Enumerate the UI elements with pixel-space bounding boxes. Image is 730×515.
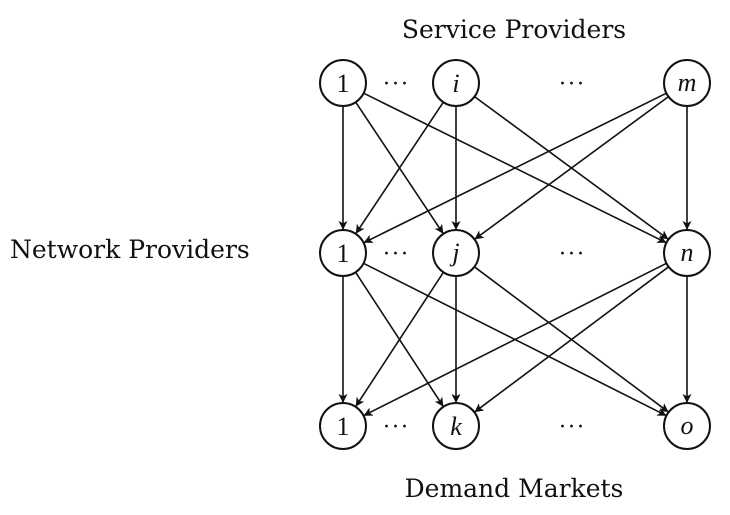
node-network-n: n bbox=[663, 229, 711, 277]
node-network-j-label: j bbox=[449, 238, 459, 267]
edge-si-to-n1 bbox=[355, 101, 444, 235]
edges-group bbox=[338, 92, 692, 417]
node-network-1-label: 1 bbox=[337, 239, 350, 268]
node-service-m: m bbox=[663, 59, 711, 107]
node-network-1: 1 bbox=[319, 229, 367, 277]
node-demand-1-label: 1 bbox=[337, 412, 350, 441]
node-service-1-label: 1 bbox=[337, 69, 350, 98]
node-network-n-label: n bbox=[681, 238, 694, 267]
network-dots-right: ··· bbox=[559, 241, 586, 267]
edge-sm-to-n1 bbox=[363, 92, 667, 244]
edge-nj-to-d1 bbox=[354, 271, 445, 408]
edge-nn-to-d1 bbox=[363, 262, 667, 417]
edge-nn-to-dk bbox=[473, 266, 670, 413]
node-demand-o-label: o bbox=[681, 411, 694, 440]
service-dots-left: ··· bbox=[383, 71, 410, 97]
node-demand-k: k bbox=[432, 402, 480, 450]
service-dots-right: ··· bbox=[559, 71, 586, 97]
edge-sm-to-nj bbox=[474, 95, 669, 241]
node-demand-1: 1 bbox=[319, 402, 367, 450]
node-network-j: j bbox=[432, 229, 480, 277]
node-service-m-label: m bbox=[678, 68, 697, 97]
demand-markets-label: Demand Markets bbox=[405, 474, 624, 503]
network-dots-left: ··· bbox=[383, 241, 410, 267]
service-providers-label: Service Providers bbox=[402, 15, 626, 44]
demand-dots-left: ··· bbox=[383, 414, 410, 440]
network-providers-label: Network Providers bbox=[10, 235, 250, 264]
demand-dots-right: ··· bbox=[559, 414, 586, 440]
node-demand-k-label: k bbox=[450, 412, 462, 441]
node-service-i: i bbox=[432, 59, 480, 107]
node-service-1: 1 bbox=[319, 59, 367, 107]
node-demand-o: o bbox=[663, 402, 711, 450]
node-service-i-label: i bbox=[452, 69, 459, 98]
